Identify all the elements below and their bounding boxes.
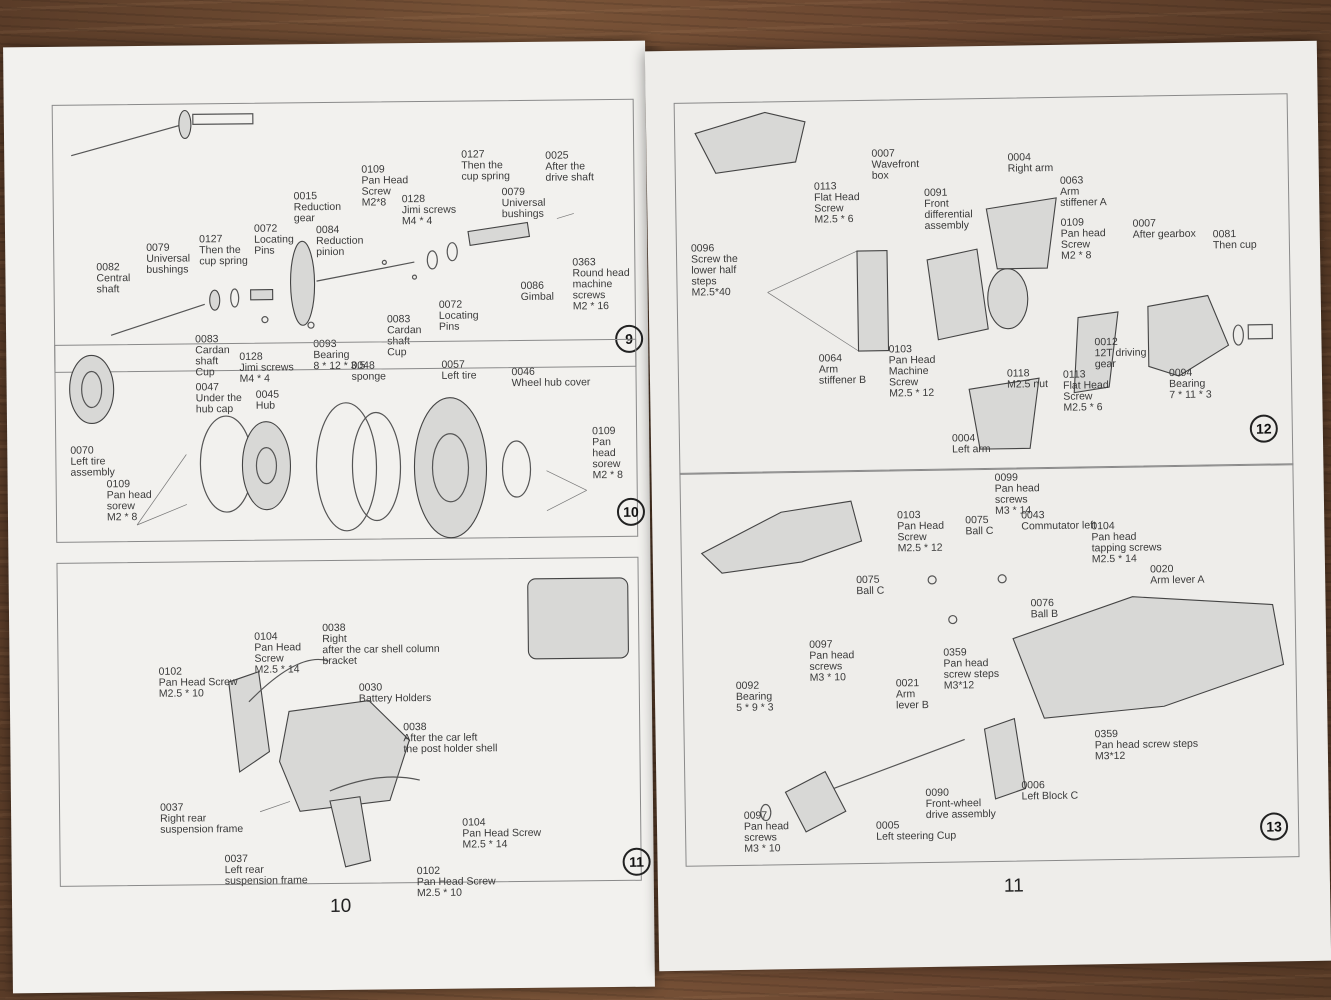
part-label: 0038 After the car left the post holder … (403, 720, 498, 756)
step-12-exploded-diagram (694, 111, 1274, 450)
part-label: 0012 12T driving gear (1094, 335, 1147, 371)
part-label: 0127 Then the cup spring (461, 148, 510, 183)
part-label: 0020 Arm lever A (1149, 563, 1205, 587)
part-label: 0118 M2.5 nut (1006, 367, 1049, 391)
part-label: 0094 Bearing 7 * 11 * 3 (1168, 366, 1212, 402)
part-label: 0057 Left tire (441, 358, 477, 382)
part-label: 0363 Round head machine screws M2 * 16 (572, 256, 630, 313)
part-label: 0103 Pan Head Screw M2.5 * 12 (897, 509, 945, 555)
part-label: 0070 Left tire assembly (70, 444, 115, 479)
part-label: 0086 Gimbal (520, 279, 555, 303)
part-label: 0079 Universal bushings (146, 241, 191, 276)
part-label: 0102 Pan Head Screw M2.5 * 10 (158, 665, 238, 700)
page-number: 10 (329, 895, 352, 918)
part-label: 0004 Right arm (1007, 151, 1054, 175)
part-label: 0102 Pan Head Screw M2.5 * 10 (416, 864, 496, 900)
part-label: 0037 Right rear suspension frame (159, 801, 244, 836)
manual-page-right: 0007 Wavefront box 0004 Right arm 0113 F… (644, 40, 1331, 972)
part-label: 0113 Flat Head Screw M2.5 * 6 (1062, 368, 1109, 414)
part-label: 0109 Pan head sorew M2 * 8 (592, 424, 623, 482)
step-12-panel: 0007 Wavefront box 0004 Right arm 0113 F… (673, 93, 1294, 475)
part-label: 0109 Pan head sorew M2 * 8 (106, 478, 152, 524)
step-10-exploded-diagram (69, 354, 587, 539)
part-label: 0046 Wheel hub cover (511, 365, 591, 390)
part-label: 0128 Jimi screws M4 * 4 (401, 192, 457, 228)
part-label: 0104 Pan Head Screw M2.5 * 14 (254, 630, 302, 676)
part-label: 0048 sponge (351, 359, 387, 383)
part-label: 0081 Then cup (1212, 228, 1257, 252)
part-label: 0075 Ball C (965, 513, 994, 538)
step-10-panel: 0070 Left tire assembly 0047 Under the h… (54, 338, 646, 543)
part-label: 0037 Left rear suspension frame (224, 852, 308, 888)
part-label: 0007 Wavefront box (871, 147, 920, 182)
part-label: 0127 Then the cup spring (199, 233, 248, 268)
part-label: 0096 Screw the lower half steps M2.5*40 (690, 242, 738, 299)
part-label: 0359 Pan head screw steps M3*12 (1094, 727, 1199, 763)
step-13-panel: 0099 Pan head screws M3 * 14 0103 Pan He… (679, 463, 1300, 867)
part-label: 0104 Pan Head Screw M2.5 * 14 (462, 816, 542, 851)
part-label: 0072 Locating Pins (253, 222, 294, 257)
part-label: 0045 Hub (255, 388, 280, 412)
step-11-exploded-diagram (228, 577, 629, 868)
part-label: 0025 After the drive shaft (545, 149, 594, 184)
part-label: 0103 Pan Head Machine Screw M2.5 * 12 (888, 343, 936, 400)
part-label: 0038 Right after the car shell column br… (322, 621, 440, 668)
part-label: 0090 Front-wheel drive assembly (925, 786, 996, 822)
part-label: 0064 Arm stiffener B (818, 352, 867, 387)
step-9-exploded-diagram (71, 109, 574, 336)
part-label: 0006 Left Block C (1021, 779, 1079, 803)
step-number-badge: 10 (616, 497, 646, 526)
part-label: 0004 Left arm (951, 432, 991, 456)
part-label: 0072 Locating Pins (438, 298, 479, 333)
part-label: 0021 Arm lever B (895, 677, 929, 712)
part-label: 0075 Ball C (856, 573, 885, 598)
part-label: 0030 Battery Holders (358, 681, 432, 705)
part-label: 0007 After gearbox (1132, 217, 1196, 241)
step-number-badge: 11 (622, 847, 651, 876)
part-label: 0015 Reduction gear (293, 190, 342, 225)
part-label: 0076 Ball B (1030, 596, 1059, 621)
part-label: 0092 Bearing 5 * 9 * 3 (735, 679, 774, 714)
step-9-panel: 0082 Central shaft 0079 Universal bushin… (51, 98, 644, 385)
step-13-exploded-diagram (700, 500, 1285, 833)
page-number: 11 (1003, 875, 1024, 897)
part-label: 0113 Flat Head Screw M2.5 * 6 (813, 180, 860, 226)
part-label: 0063 Arm stiffener A (1059, 174, 1107, 209)
part-label: 0097 Pan head screws M3 * 10 (809, 638, 855, 684)
part-label: 0359 Pan head screw steps M3*12 (943, 646, 1000, 692)
part-label: 0082 Central shaft (96, 261, 131, 296)
part-label: 0097 Pan head screws M3 * 10 (743, 809, 790, 855)
manual-page-left: 0082 Central shaft 0079 Universal bushin… (3, 40, 655, 994)
part-label: 0084 Reduction pinion (315, 223, 364, 259)
part-label: 0109 Pan head Screw M2 * 8 (1060, 216, 1106, 262)
part-label: 0079 Universal bushings (501, 185, 546, 221)
part-label: 0005 Left steering Cup (875, 819, 957, 843)
step-11-panel: 0102 Pan Head Screw M2.5 * 10 0104 Pan H… (56, 556, 651, 899)
part-label: 0047 Under the hub cap (195, 381, 242, 416)
part-label: 0043 Commutator left (1021, 509, 1097, 533)
part-label: 0091 Front differential assembly (923, 186, 973, 232)
part-label: 0104 Pan head tapping screws M2.5 * 14 (1091, 520, 1162, 566)
